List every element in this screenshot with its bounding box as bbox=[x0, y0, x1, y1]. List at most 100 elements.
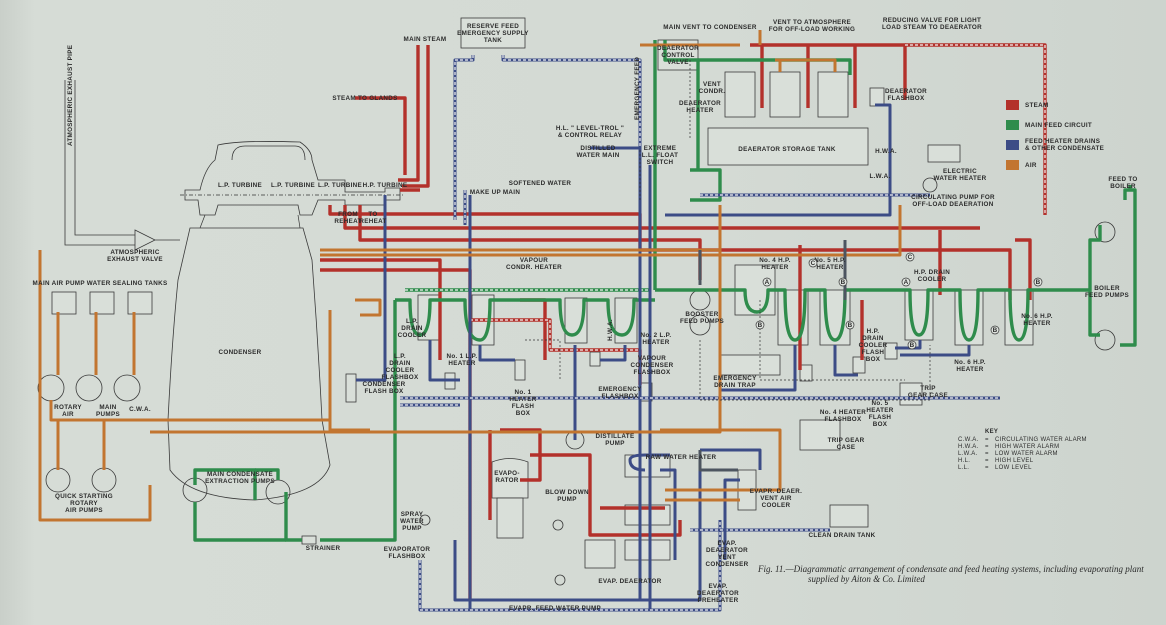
label-main-steam: MAIN STEAM bbox=[404, 36, 447, 43]
label-line: PUMP bbox=[557, 496, 576, 503]
steam-pipe bbox=[343, 205, 980, 230]
marker-letter: B bbox=[993, 327, 998, 334]
label-raw-water: RAW WATER HEATER bbox=[646, 454, 717, 461]
label-line: FROM bbox=[338, 211, 358, 218]
label-line: FOR OFF-LOAD WORKING bbox=[769, 26, 855, 33]
marker-circle bbox=[808, 258, 818, 268]
label-line: TRIP bbox=[920, 385, 936, 392]
circulating-pump bbox=[922, 177, 938, 193]
label-line: VALVE bbox=[667, 59, 689, 66]
label-line: COOLER bbox=[398, 332, 427, 339]
feed-pipe bbox=[698, 58, 852, 75]
label-line: CLEAN DRAIN TANK bbox=[809, 532, 876, 539]
circled-marker: B bbox=[1033, 277, 1043, 287]
label-line: EMERGENCY SUPPLY bbox=[457, 30, 529, 37]
circled-marker: B bbox=[755, 320, 765, 330]
label-line: AIR PUMPS bbox=[65, 507, 103, 514]
deaerator-storage-tank-shape bbox=[707, 127, 869, 166]
label-line: HEATER bbox=[866, 407, 893, 414]
label-line: HEATER bbox=[956, 366, 983, 373]
marker-circle bbox=[838, 277, 848, 287]
marker-circle bbox=[901, 277, 911, 287]
label-line: H.L. " LEVEL-TROL " bbox=[556, 125, 624, 132]
legend-label: STEAM bbox=[1025, 102, 1049, 109]
label-line: BOX bbox=[866, 356, 881, 363]
labels: ATMOSPHERIC EXHAUST PIPEATMOSPHERICEXHAU… bbox=[33, 17, 1138, 612]
label-line: MAIN bbox=[99, 404, 116, 411]
label-line: VAPOUR bbox=[520, 257, 548, 264]
label-line: H.P. bbox=[867, 328, 880, 335]
label-line: STRAINER bbox=[306, 545, 341, 552]
label-line: PUMP bbox=[402, 525, 421, 532]
label-line: EVAP. DEAERATOR bbox=[598, 578, 661, 585]
label-line: C.W.A. bbox=[129, 406, 151, 413]
label-hp5: No. 5 H.P.HEATER bbox=[814, 257, 845, 271]
feed-pipe bbox=[1120, 188, 1137, 347]
feed-pipe bbox=[690, 168, 722, 202]
label-line: FLASHBOX bbox=[601, 393, 639, 400]
label-line: DISTILLED bbox=[580, 145, 615, 152]
label-line: LOAD STEAM TO DEAERATOR bbox=[882, 24, 982, 31]
label-line: RESERVE FEED bbox=[467, 23, 519, 30]
control-line bbox=[699, 340, 931, 401]
key-equals: = bbox=[985, 451, 989, 457]
label-hwa-top: H.W.A. bbox=[875, 148, 896, 155]
rotary-air-pump bbox=[113, 374, 141, 402]
marker-letter: C bbox=[908, 254, 913, 261]
label-line: VAPOUR bbox=[638, 355, 666, 362]
label-lwa-top: L.W.A. bbox=[869, 173, 890, 180]
feed-pipe bbox=[655, 288, 1090, 342]
label-line: CONDENSER bbox=[631, 362, 674, 369]
feed-pipe bbox=[320, 300, 397, 542]
key-equals: = bbox=[985, 465, 989, 471]
label-line: MAIN VENT TO CONDENSER bbox=[663, 24, 757, 31]
label-line: AIR bbox=[62, 411, 74, 418]
label-hp: H.P. TURBINE bbox=[363, 182, 408, 189]
label-main-vent: MAIN VENT TO CONDENSER bbox=[663, 24, 757, 31]
key-meaning: HIGH WATER ALARM bbox=[995, 444, 1059, 450]
evaporator-tubes bbox=[496, 497, 524, 539]
label-line: CONDENSER bbox=[363, 381, 406, 388]
steam-pipe bbox=[905, 43, 1047, 215]
turbine-casing bbox=[184, 141, 401, 216]
label-line: L.P. TURBINE bbox=[318, 182, 362, 189]
legend-item: STEAM bbox=[1006, 100, 1049, 110]
label-line: REHEAT bbox=[359, 218, 386, 225]
label-line: EMERGENCY bbox=[713, 375, 757, 382]
label-line: EVAPORATOR bbox=[384, 546, 431, 553]
label-line: L.W.A. bbox=[869, 173, 890, 180]
label-line: GEAR CASE bbox=[908, 392, 948, 399]
label-hp4: No. 4 H.P.HEATER bbox=[759, 257, 790, 271]
label-line: H.P. TURBINE bbox=[363, 182, 408, 189]
label-line: MAIN STEAM bbox=[404, 36, 447, 43]
label-line: COOLER bbox=[762, 502, 791, 509]
deaerator-heater-shell bbox=[817, 71, 849, 118]
label-line: FLASHBOX bbox=[633, 369, 671, 376]
circled-marker: C bbox=[808, 258, 818, 268]
caption-line-2: supplied by Aiton & Co. Limited bbox=[808, 574, 925, 584]
legend-label: MAIN FEED CIRCUIT bbox=[1025, 122, 1092, 129]
label-line: BOX bbox=[873, 421, 888, 428]
label-line: EVAPR. DEAER. bbox=[750, 488, 802, 495]
label-evap-feed-pump: EVAPR. FEED WATER PUMP bbox=[509, 605, 601, 612]
reserve-feed-tank bbox=[460, 17, 526, 49]
drain-pipe bbox=[600, 345, 627, 362]
drain-pipe bbox=[628, 453, 670, 472]
sealing-tank bbox=[89, 291, 115, 315]
label-line: MAKE UP MAIN bbox=[470, 189, 521, 196]
label-line: DRAIN TRAP bbox=[714, 382, 756, 389]
rotary-air-pump bbox=[37, 374, 65, 402]
feed-pipe bbox=[255, 468, 280, 480]
label-line: FLASH bbox=[869, 414, 892, 421]
label-line: TO bbox=[368, 211, 377, 218]
label-line: BOILER bbox=[1110, 183, 1136, 190]
